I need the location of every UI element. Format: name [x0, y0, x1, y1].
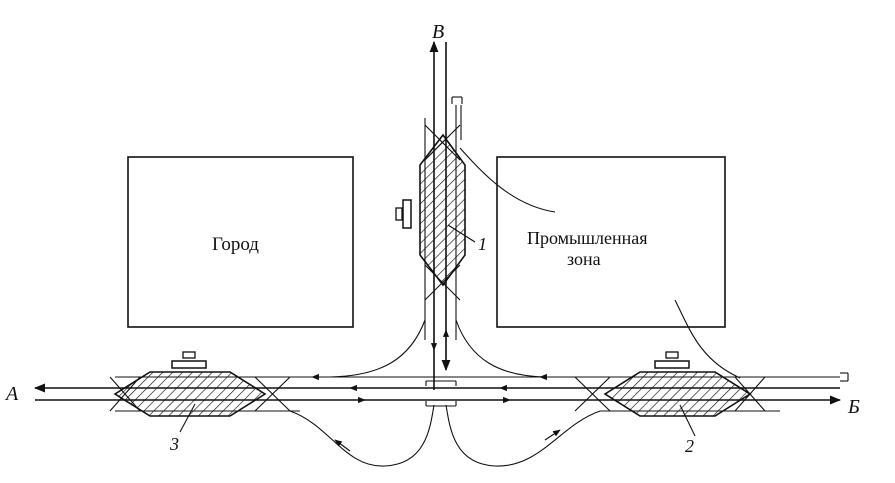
direction-north-label: B [432, 21, 444, 43]
industrial-spur-lower [674, 299, 741, 379]
direction-west-label: A [4, 383, 19, 405]
industrial-zone-label-line1: Промышленная [527, 228, 648, 248]
station-2-body [603, 371, 752, 417]
station-1-building [402, 199, 412, 229]
station-3-body [113, 371, 267, 417]
station-2-building-annex [665, 351, 679, 359]
direction-east-label: Б [847, 396, 860, 418]
station-3-building [171, 360, 207, 369]
industrial-spur-upper [459, 147, 556, 213]
connector-lower-right [445, 404, 601, 467]
connector-upper-left [329, 319, 426, 378]
city-zone [127, 156, 354, 328]
station-3-leader [179, 403, 196, 433]
station-1-body [419, 133, 466, 287]
connector-lower-left [289, 404, 435, 467]
station-1-leader [447, 224, 476, 243]
station-2-leader [679, 404, 696, 437]
connector-upper-right [455, 319, 546, 378]
industrial-zone-label-line2: зона [567, 249, 601, 269]
station-1-number: 1 [478, 234, 487, 254]
industrial-zone [496, 156, 726, 328]
station-2-number: 2 [685, 436, 694, 456]
station-2-building [654, 360, 690, 369]
station-3-number: 3 [169, 434, 179, 454]
station-3-building-annex [182, 351, 196, 359]
city-label: Город [212, 234, 259, 255]
station-1-building-annex [395, 207, 403, 221]
